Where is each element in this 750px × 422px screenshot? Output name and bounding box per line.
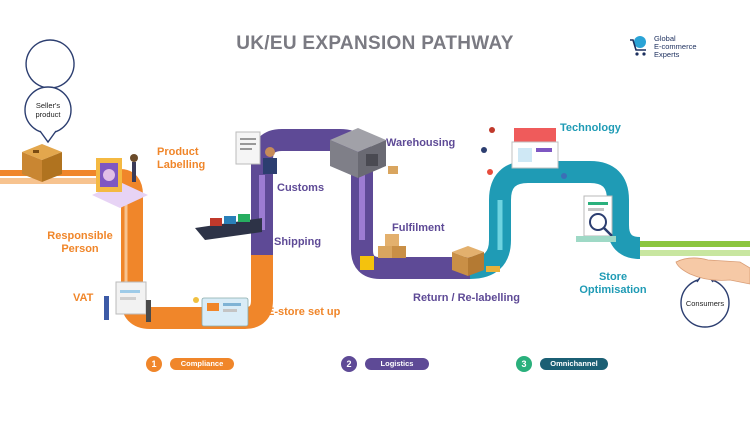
start-bubble <box>24 39 75 144</box>
legend-circle-3 <box>516 356 532 372</box>
step-product-labelling: Product Labelling <box>157 146 206 171</box>
vat-document-illustration <box>104 281 151 322</box>
end-stripe-top <box>640 241 750 247</box>
legend-compliance: 1 Compliance <box>146 355 246 373</box>
legend-num-1: 1 <box>151 359 157 369</box>
shopping-cart-icon <box>630 36 646 56</box>
step-shipping: Shipping <box>274 236 322 248</box>
hand-icon <box>675 257 750 285</box>
step-estore-setup: E-store set up <box>267 306 341 318</box>
logo-line-3: Experts <box>654 50 680 59</box>
company-logo: Global E-commerce Experts <box>628 34 728 60</box>
legend-pill-compliance: Compliance <box>170 358 234 370</box>
warehouse-illustration <box>330 128 398 178</box>
path-teal <box>469 161 641 279</box>
step-warehousing: Warehousing <box>386 137 456 149</box>
start-stripe-bottom <box>0 178 120 184</box>
legend-circle-1 <box>146 356 162 372</box>
labelling-illustration <box>92 154 148 208</box>
product-box-icon <box>22 144 62 182</box>
legend-num-2: 2 <box>346 359 352 369</box>
store-optimisation-illustration <box>576 195 616 242</box>
legend-logistics: 2 Logistics <box>341 355 441 373</box>
fulfilment-illustration <box>360 234 406 270</box>
customs-illustration <box>235 131 277 174</box>
ship-illustration <box>195 214 262 240</box>
start-bubble-text: Seller's product <box>35 101 61 119</box>
step-technology: Technology <box>560 122 621 134</box>
logo-line-1: Global <box>654 34 676 43</box>
estore-illustration <box>193 297 249 327</box>
legend-circle-2 <box>341 356 357 372</box>
legend-pill-omnichannel: Omnichannel <box>540 358 608 370</box>
page-title: UK/EU EXPANSION PATHWAY <box>236 33 514 54</box>
end-stripe-bottom <box>640 250 750 256</box>
logo-text: Global E-commerce Experts <box>654 35 697 59</box>
legend-pill-logistics: Logistics <box>365 358 429 370</box>
return-boxes-illustration <box>452 246 500 276</box>
legend-omnichannel: 3 Omnichannel <box>516 355 616 373</box>
step-vat: VAT <box>73 292 94 304</box>
step-store-optimisation: Store Optimisation <box>579 271 647 296</box>
technology-illustration <box>481 127 567 179</box>
legend-num-3: 3 <box>521 359 527 369</box>
end-bubble-text: Consumers <box>685 299 725 308</box>
logo-line-2: E-commerce <box>654 42 697 51</box>
step-return-relabelling: Return / Re-labelling <box>413 292 520 304</box>
step-customs: Customs <box>277 182 325 194</box>
step-fulfilment: Fulfilment <box>392 222 445 234</box>
step-responsible-person: Responsible Person <box>47 230 113 255</box>
